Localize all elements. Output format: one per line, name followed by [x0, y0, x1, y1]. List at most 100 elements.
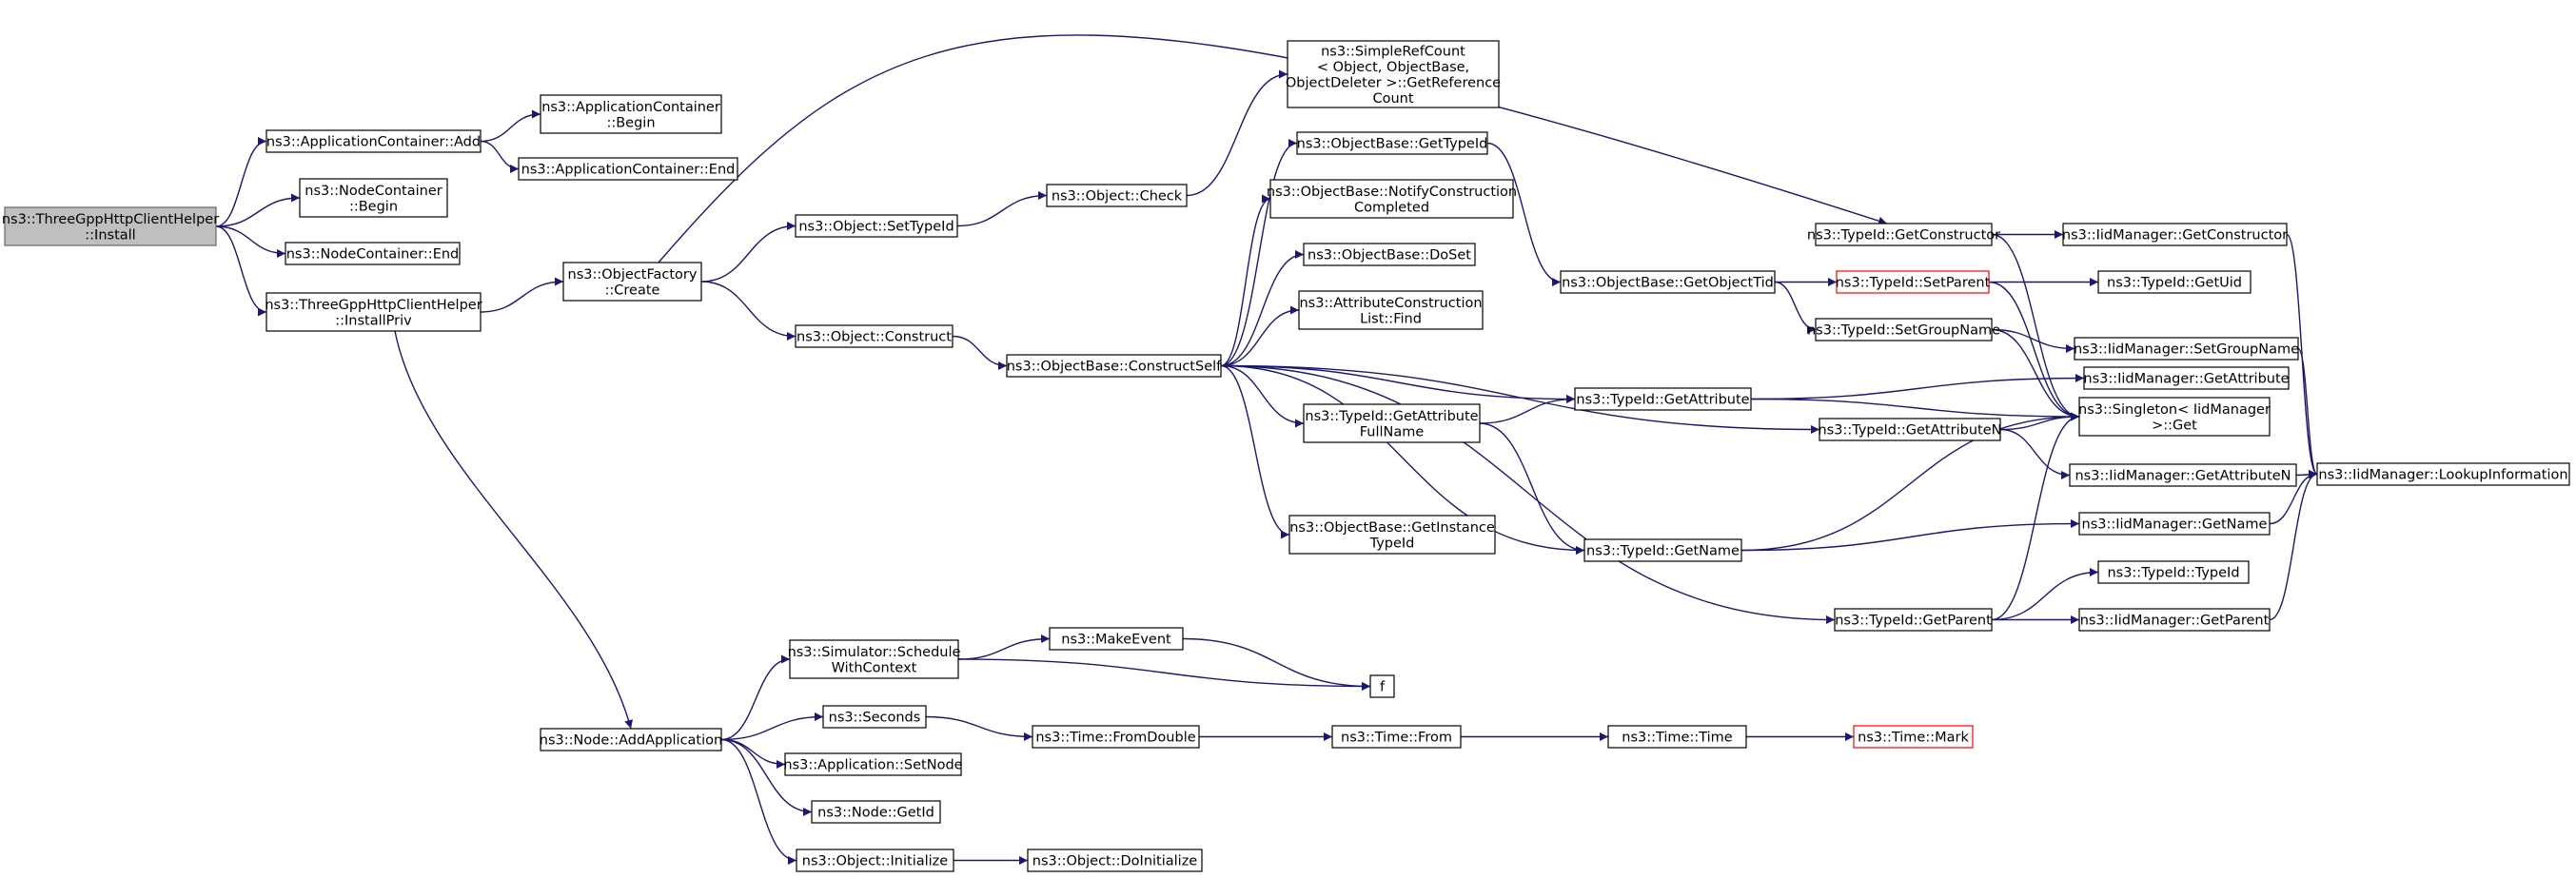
- node-appSetNode[interactable]: ns3::Application::SetNode: [783, 752, 963, 776]
- call-edge-simSchedule-makeEvent: [957, 634, 1051, 660]
- node-label: ns3::SimpleRefCount: [1321, 44, 1465, 59]
- node-ofCreate[interactable]: ns3::ObjectFactory::Create: [562, 262, 702, 302]
- call-edge-obConstructSelf-tidGetAttrFull: [1220, 364, 1305, 428]
- node-label: ns3::TypeId::GetParent: [1835, 614, 1992, 629]
- node-label: ns3::Object::SetTypeId: [798, 220, 954, 235]
- node-label: ObjectDeleter >::GetReference: [1286, 75, 1501, 90]
- call-edge-root-appAdd: [215, 137, 267, 227]
- node-label: < Object, ObjectBase,: [1317, 60, 1469, 75]
- node-tidGetParent[interactable]: ns3::TypeId::GetParent: [1834, 608, 1993, 632]
- node-tidGetUid[interactable]: ns3::TypeId::GetUid: [2097, 270, 2252, 294]
- call-edge-tidGetName-singletonGet: [1740, 412, 2080, 552]
- node-imGetConstructor[interactable]: ns3::IidManager::GetConstructor: [2062, 223, 2288, 246]
- call-edge-installPriv-ofCreate: [480, 277, 564, 313]
- node-label: ns3::ObjectBase::GetInstance: [1289, 520, 1495, 536]
- call-edge-appAdd-appEnd: [480, 140, 520, 173]
- node-label: ns3::Seconds: [829, 711, 921, 726]
- node-makeEvent[interactable]: ns3::MakeEvent: [1049, 627, 1184, 651]
- call-edge-root-ncBegin: [215, 193, 301, 227]
- node-imLookup[interactable]: ns3::IidManager::LookupInformation: [2316, 462, 2570, 486]
- node-label: ::Install: [85, 227, 135, 243]
- node-label: ns3::Object::Construct: [796, 330, 952, 345]
- node-imGetName[interactable]: ns3::IidManager::GetName: [2078, 512, 2271, 536]
- node-label: Count: [1372, 91, 1413, 107]
- node-appAdd[interactable]: ns3::ApplicationContainer::Add: [265, 129, 482, 153]
- call-edge-obConstructSelf-tidGetAttributeN: [1220, 364, 1820, 434]
- node-obGetTypeId[interactable]: ns3::ObjectBase::GetTypeId: [1296, 131, 1488, 155]
- node-label: ns3::IidManager::SetGroupName: [2074, 342, 2299, 358]
- node-objCheck[interactable]: ns3::Object::Check: [1046, 184, 1188, 207]
- node-imGetAttribute[interactable]: ns3::IidManager::GetAttribute: [2083, 366, 2290, 390]
- call-edge-ofCreate-objConstruct: [700, 281, 796, 341]
- node-tidGetConstructor[interactable]: ns3::TypeId::GetConstructor: [1807, 223, 2000, 246]
- node-label: ns3::ObjectBase::GetTypeId: [1297, 137, 1488, 152]
- call-edge-tidGetParent-singletonGet: [1991, 412, 2080, 621]
- node-objInitialize[interactable]: ns3::Object::Initialize: [796, 849, 954, 872]
- node-label: ns3::NodeContainer: [305, 184, 442, 199]
- call-edge-nodeAddApp-simSchedule: [720, 654, 791, 741]
- node-label: ::Begin: [606, 115, 655, 130]
- node-singletonGet[interactable]: ns3::Singleton< IidManager >::Get: [2078, 397, 2271, 437]
- node-obGetObjectTid[interactable]: ns3::ObjectBase::GetObjectTid: [1560, 270, 1776, 294]
- call-edge-obGetObjectTid-tidSetGroupName: [1774, 281, 1817, 334]
- node-timeFromDouble[interactable]: ns3::Time::FromDouble: [1032, 725, 1200, 749]
- node-objSetTypeId[interactable]: ns3::Object::SetTypeId: [795, 214, 958, 238]
- node-obDoSet[interactable]: ns3::ObjectBase::DoSet: [1303, 243, 1476, 266]
- node-label: ns3::ObjectFactory: [568, 267, 698, 283]
- node-timeFrom[interactable]: ns3::Time::From: [1331, 725, 1462, 749]
- call-edge-makeEvent-f: [1182, 637, 1371, 691]
- node-installPriv[interactable]: ns3::ThreeGppHttpClientHelper::InstallPr…: [265, 292, 482, 332]
- node-label: ::InstallPriv: [335, 313, 412, 328]
- call-edge-obConstructSelf-obNotify: [1220, 194, 1271, 367]
- node-label: ns3::TypeId::TypeId: [2107, 566, 2239, 581]
- node-imGetParent[interactable]: ns3::IidManager::GetParent: [2078, 608, 2271, 632]
- call-edge-nodeAddApp-nodeGetId: [720, 738, 813, 816]
- call-edge-obConstructSelf-obGetInstance: [1220, 364, 1290, 539]
- node-timeMark[interactable]: ns3::Time::Mark: [1853, 725, 1974, 749]
- node-label: ns3::ObjectBase::GetObjectTid: [1562, 276, 1774, 291]
- node-obNotify[interactable]: ns3::ObjectBase::NotifyConstructionCompl…: [1267, 179, 1517, 219]
- call-edge-seconds-timeFromDouble: [925, 715, 1033, 741]
- node-objDoInitialize[interactable]: ns3::Object::DoInitialize: [1027, 849, 1203, 872]
- node-label: ns3::ThreeGppHttpClientHelper: [265, 298, 482, 313]
- node-timeTime[interactable]: ns3::Time::Time: [1607, 725, 1747, 749]
- node-tidGetAttributeN[interactable]: ns3::TypeId::GetAttributeN: [1818, 418, 2002, 441]
- node-label: ns3::Time::FromDouble: [1035, 731, 1195, 746]
- node-tidSetGroupName[interactable]: ns3::TypeId::SetGroupName: [1807, 318, 2000, 341]
- node-label: ns3::Object::Check: [1052, 189, 1183, 205]
- node-appBegin[interactable]: ns3::ApplicationContainer::Begin: [540, 94, 722, 134]
- node-obConstructSelf[interactable]: ns3::ObjectBase::ConstructSelf: [1006, 354, 1222, 378]
- node-imGetAttributeN[interactable]: ns3::IidManager::GetAttributeN: [2069, 463, 2297, 487]
- node-srcGetRef[interactable]: ns3::SimpleRefCount< Object, ObjectBase,…: [1286, 40, 1501, 108]
- node-tidSetParent[interactable]: ns3::TypeId::SetParent: [1836, 270, 1991, 294]
- node-f[interactable]: f: [1369, 674, 1395, 698]
- call-edge-tidSetGroupName-singletonGet: [1991, 328, 2080, 421]
- node-seconds[interactable]: ns3::Seconds: [822, 705, 927, 729]
- node-tidTypeId[interactable]: ns3::TypeId::TypeId: [2097, 560, 2250, 584]
- call-edge-obConstructSelf-tidGetAttribute: [1220, 364, 1576, 403]
- node-ncEnd[interactable]: ns3::NodeContainer::End: [285, 242, 461, 265]
- node-label: ns3::TypeId::SetGroupName: [1807, 323, 2000, 339]
- node-imSetGroupName[interactable]: ns3::IidManager::SetGroupName: [2074, 337, 2299, 361]
- node-label: ns3::IidManager::GetName: [2082, 517, 2268, 533]
- call-edge-tidGetAttributeN-imGetAttributeN: [1999, 428, 2071, 479]
- node-ncBegin[interactable]: ns3::NodeContainer::Begin: [299, 178, 448, 218]
- node-appEnd[interactable]: ns3::ApplicationContainer::End: [518, 157, 738, 181]
- node-label: FullName: [1360, 424, 1425, 439]
- node-tidGetName[interactable]: ns3::TypeId::GetName: [1583, 538, 1742, 562]
- node-nodeGetId[interactable]: ns3::Node::GetId: [811, 800, 941, 824]
- call-edge-obGetTypeId-obGetObjectTid: [1486, 142, 1562, 286]
- node-tidGetAttribute[interactable]: ns3::TypeId::GetAttribute: [1574, 387, 1752, 411]
- node-objConstruct[interactable]: ns3::Object::Construct: [795, 324, 954, 348]
- node-root[interactable]: ns3::ThreeGppHttpClientHelper::Install: [2, 206, 219, 246]
- node-nodeAddApp[interactable]: ns3::Node::AddApplication: [540, 728, 722, 751]
- node-label: ns3::ApplicationContainer::Add: [266, 135, 481, 150]
- node-label: List::Find: [1360, 311, 1422, 326]
- node-label: ns3::Simulator::Schedule: [788, 645, 961, 660]
- call-edge-obConstructSelf-tidGetName: [1220, 364, 1585, 555]
